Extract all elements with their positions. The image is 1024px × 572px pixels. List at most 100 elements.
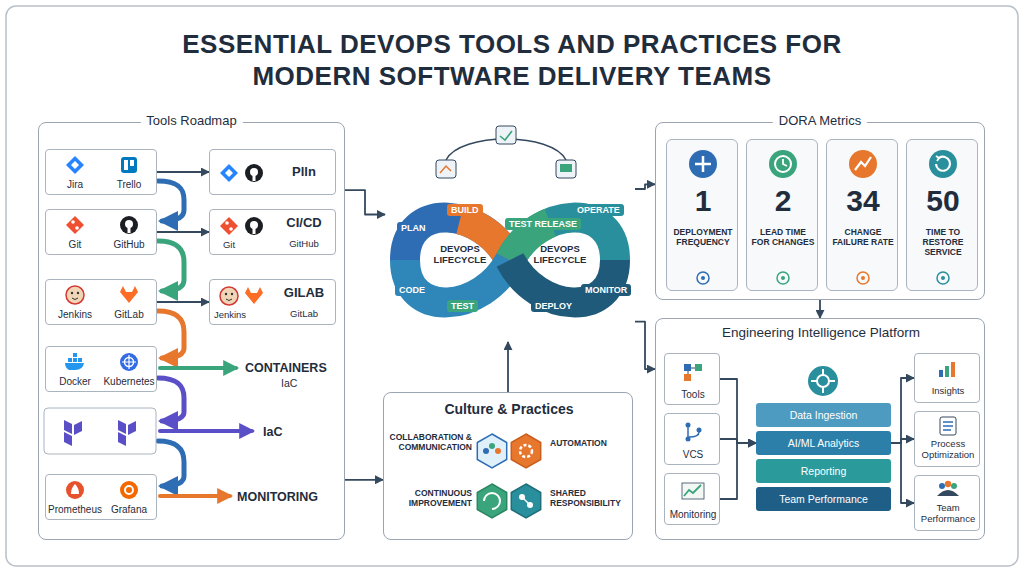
metric-label: CHANGE FAILURE RATE [830, 228, 896, 248]
node-label: Team Performance [779, 493, 868, 505]
flow-arrow [635, 184, 655, 189]
stage-label: GILAB [274, 286, 334, 301]
stage-label: Plln [274, 165, 334, 180]
input-box: Tools [664, 353, 720, 405]
stage-box: Plln [209, 149, 336, 195]
panel: Engineering Intelligence PlatformToolsVC… [655, 318, 985, 540]
node-label: Team Performance [915, 503, 981, 525]
panel-heading: Culture & Practices [384, 401, 634, 417]
node-label: Trello [102, 179, 156, 191]
metric-card: 34CHANGE FAILURE RATE [826, 139, 898, 291]
stage-label: TEST RELEASE [505, 218, 581, 230]
flow-arrow [720, 379, 756, 443]
outer-frame [6, 6, 1018, 566]
stage-label: TEST [447, 300, 478, 312]
node-label: Git [214, 240, 244, 251]
stage-label: CONTAINERS [245, 361, 343, 375]
node-label: Grafana [102, 504, 156, 516]
node-art [385, 172, 635, 342]
stage-box: CI/CD Git GitHub [209, 209, 336, 255]
node-label: VCS [665, 449, 721, 461]
node-art [915, 354, 981, 404]
terraform-box [44, 408, 156, 454]
node-label: Jenkins [210, 310, 250, 321]
panel-heading: Engineering Intelligence Platform [656, 325, 986, 341]
lifecycle-decor [436, 126, 576, 178]
node-label: Reporting [801, 465, 847, 477]
diagram-title: ESSENTIAL DEVOPS TOOLS AND PRACTICES FOR… [162, 28, 862, 92]
loop-label: DEVOPS LIFECYCLE [430, 244, 490, 266]
metric-card: 2LEAD TIME FOR CHANGES [746, 139, 818, 291]
metric-label: LEAD TIME FOR CHANGES [750, 228, 816, 248]
node-label: GitLab [274, 309, 334, 320]
roadmap-arrows [160, 368, 252, 496]
tool-box: PrometheusGrafana [45, 474, 157, 520]
tool-box: GitGitHub [45, 209, 157, 255]
flow-arrow [345, 190, 385, 214]
output-box: Team Performance [914, 475, 980, 531]
node-label: Prometheus [48, 504, 102, 516]
node-label: Git [48, 239, 102, 251]
node-art [210, 150, 337, 196]
output-box: Process Optimization [914, 411, 980, 467]
metric-card: 50TIME TO RESTORE SERVICE [906, 139, 978, 291]
panel: Culture & PracticesCOLLABORATION & COMMU… [383, 392, 633, 540]
node-label: Tools [665, 389, 721, 401]
stage-label: CODE [395, 284, 429, 296]
stage-label: PLAN [397, 222, 430, 234]
stage-label: MONITORING [237, 490, 341, 504]
metric-value: 34 [827, 184, 899, 219]
roadmap-chain [158, 181, 184, 486]
metric-label: DEPLOYMENT FREQUENCY [670, 228, 736, 248]
practice-label: AUTOMATION [550, 439, 630, 449]
node-label: Jenkins [48, 309, 102, 321]
stage-label: BUILD [447, 204, 483, 216]
flow-arrow [819, 300, 821, 318]
metric-value: 50 [907, 184, 979, 219]
stack-layer: Team Performance [756, 487, 891, 511]
flow-arrow [157, 171, 209, 173]
tool-box: JenkinsGitLab [45, 279, 157, 325]
flow-arrow [345, 479, 383, 481]
stack-layer: Data Ingestion [756, 403, 891, 427]
metric-value: 2 [747, 184, 819, 219]
metric-value: 1 [667, 184, 739, 219]
flow-arrow [635, 322, 655, 370]
node-label: GitLab [102, 309, 156, 321]
stage-label: IaC [263, 425, 303, 439]
node-label: Data Ingestion [790, 409, 858, 421]
practice-label: CONTINUOUS IMPROVEMENT [388, 489, 472, 509]
tool-box: JiraTrello [45, 149, 157, 195]
panel: Tools RoadmapCONTAINERSIaCIaCMONITORINGJ… [38, 122, 345, 540]
node-label: AI/ML Analytics [788, 437, 859, 449]
stack-layer: Reporting [756, 459, 891, 483]
node-label: Process Optimization [915, 439, 981, 461]
panel: DORA Metrics1DEPLOYMENT FREQUENCY2LEAD T… [655, 122, 985, 300]
flow-arrow [891, 443, 914, 503]
stack-layer: AI/ML Analytics [756, 431, 891, 455]
output-box: Insights [914, 353, 980, 403]
practice-label: SHARED RESPONSIBILITY [550, 489, 630, 509]
node-label: Monitoring [665, 509, 721, 521]
flow-arrow [157, 301, 209, 303]
stage-label: OPERATE [573, 204, 624, 216]
node-label: GitHub [102, 239, 156, 251]
stage-label: IaC [281, 377, 311, 389]
stage-label: CI/CD [274, 216, 334, 231]
node-label: Jira [48, 179, 102, 191]
flow-arrow [891, 378, 914, 443]
node-label: Insights [915, 386, 981, 397]
node-label: GitHub [274, 239, 334, 250]
stage-label: DEPLOY [531, 300, 576, 312]
input-box: Monitoring [664, 473, 720, 525]
stage-label: MONITOR [581, 284, 631, 296]
flow-arrow [720, 443, 756, 499]
tool-box: DockerKubernetes [45, 346, 157, 392]
metric-label: TIME TO RESTORE SERVICE [910, 228, 976, 257]
practice-label: COLLABORATION & COMMUNICATION [388, 433, 472, 453]
flow-arrow [157, 231, 209, 233]
panel-heading: DORA Metrics [773, 114, 867, 129]
node-label: Docker [48, 376, 102, 388]
panel-heading: Tools Roadmap [140, 114, 242, 129]
